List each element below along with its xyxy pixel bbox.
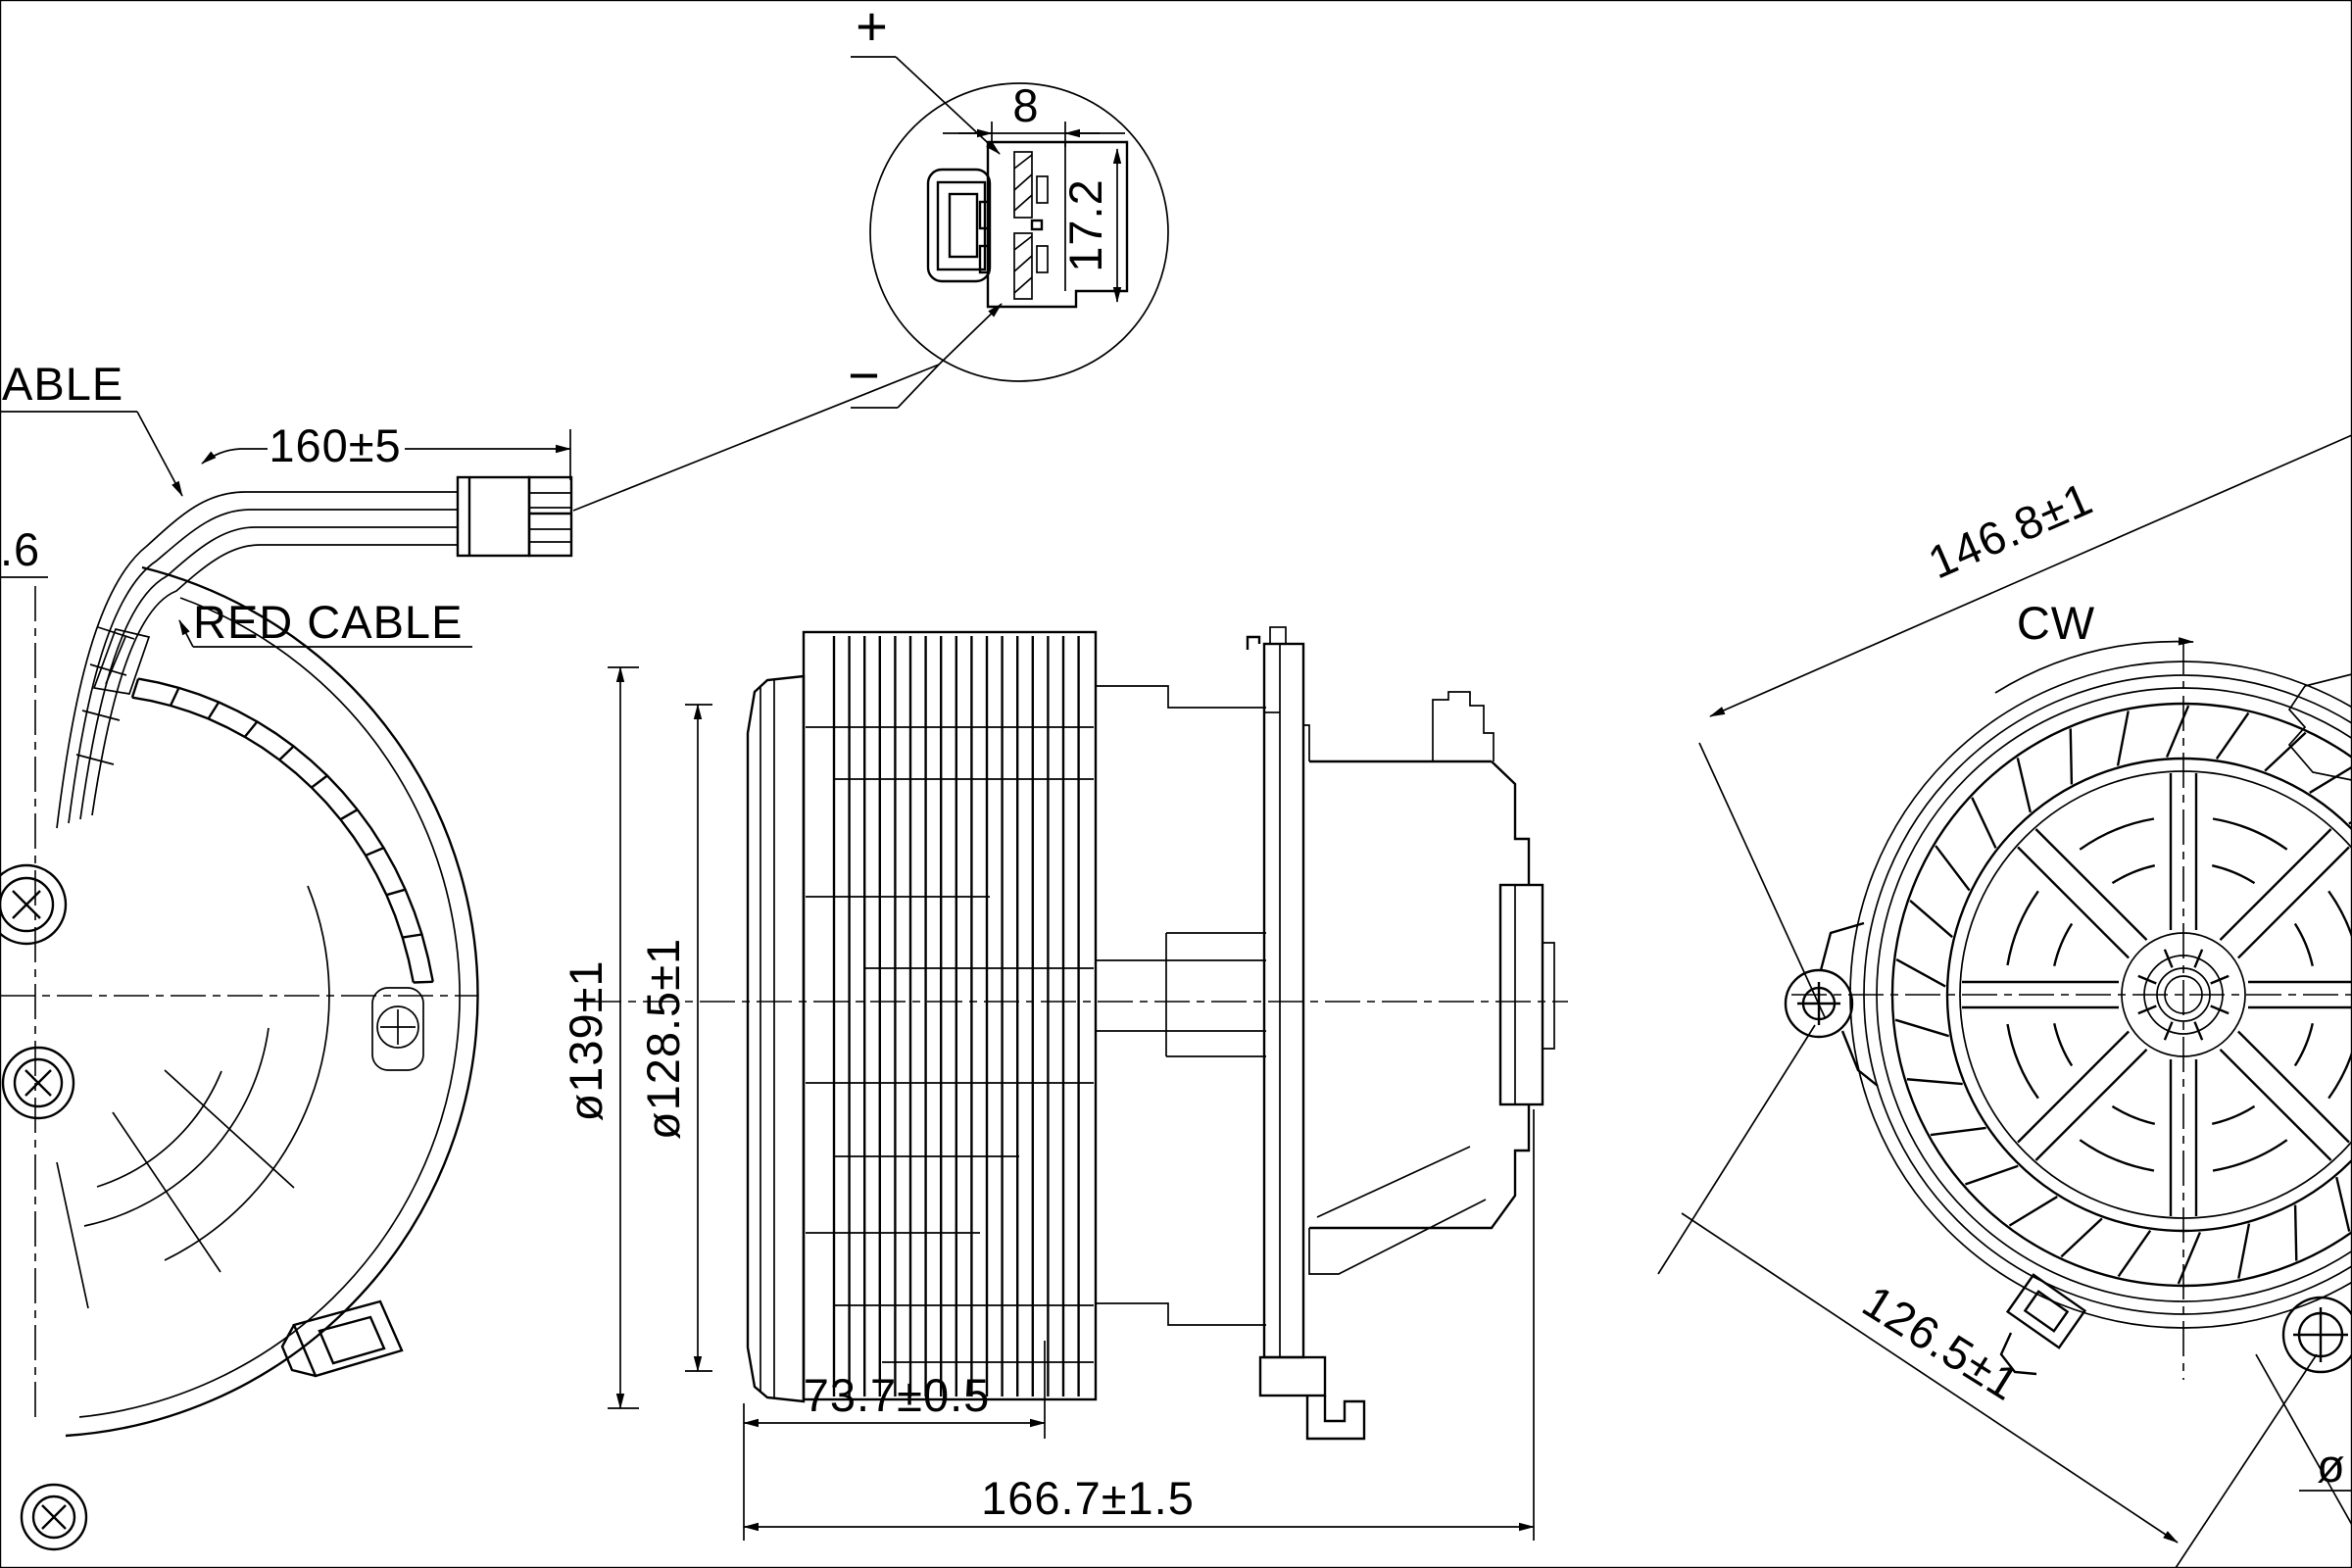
wheel-blade-edges <box>806 726 1094 1363</box>
rear-view: CW 146.8±1 126.5±1 ø <box>1657 434 2352 1568</box>
scroll-housing-band <box>130 677 434 984</box>
cable-length-text: 160±5 <box>269 419 401 471</box>
rear-mounting-tab-bottom <box>1999 1273 2087 1376</box>
housing-ring-inner <box>1876 687 2352 1302</box>
housing-ring-mid <box>1863 674 2352 1315</box>
black-cable-leader <box>136 411 183 497</box>
fan-width-dimension: 73.7±0.5 <box>743 1341 1046 1439</box>
spoke-rim <box>1959 770 2352 1219</box>
fan-outer-diameter-text: ø139±1 <box>560 959 612 1121</box>
detail-circle <box>869 82 1169 382</box>
fan-inner-diameter-text: ø128.5±1 <box>637 938 689 1140</box>
front-view <box>0 565 479 1551</box>
mount-span-upper-dimension: 146.8±1 <box>1698 434 2352 1018</box>
black-cable-label: ABLE <box>2 358 123 410</box>
mount-span-lower-text: 126.5±1 <box>1854 1275 2029 1411</box>
housing-arc-5 <box>96 1070 222 1188</box>
partial-diameter-text: ø <box>2317 1440 2346 1492</box>
cable-length-dimension: 160±5 <box>201 419 571 480</box>
overall-length-text: 166.7±1.5 <box>981 1472 1195 1524</box>
cable-assembly: ABLE RED CABLE .6 160±5 <box>0 358 940 829</box>
screw-boss-lower <box>1 1046 75 1120</box>
terminal-width-text: 8 <box>1012 79 1039 131</box>
mount-span-upper-text: 146.8±1 <box>1921 471 2100 588</box>
wheel-ribs <box>832 636 1080 1396</box>
mounting-ear-right <box>371 987 424 1071</box>
terminal-width-dimension: 8 <box>943 79 1125 147</box>
fan-width-text: 73.7±0.5 <box>804 1369 991 1421</box>
detail-leader <box>572 364 940 512</box>
wheel-cylinder <box>802 630 1098 1401</box>
motor-bridges <box>1096 685 1266 1326</box>
wheel-spokes <box>1962 773 2352 1216</box>
rotation-indicator: CW <box>1994 597 2194 694</box>
mounting-flange <box>1246 626 1366 1441</box>
cable-tie <box>81 710 121 721</box>
mount-span-lower-dimension: 126.5±1 <box>1657 1024 2179 1544</box>
fan-outer-diameter-dimension: ø139±1 <box>560 666 639 1409</box>
rotation-direction-text: CW <box>2017 597 2095 649</box>
motor-shaft-boss <box>1096 932 1266 1057</box>
overall-length-dimension: 166.7±1.5 <box>743 1109 1535 1541</box>
side-view: ø139±1 ø128.5±1 73.7±0.5 166.7±1.5 <box>560 626 1568 1541</box>
screw-boss-bottom <box>20 1483 88 1551</box>
blades-through-openings <box>2006 817 2352 1172</box>
screw-boss-upper <box>0 863 68 946</box>
cable-tie <box>89 663 127 676</box>
front-spoke <box>164 1069 295 1189</box>
detail-terminal-block <box>986 140 1129 309</box>
cable-tie <box>97 626 135 640</box>
minus-terminal-label: − <box>848 344 881 406</box>
cw-arrow <box>1994 637 2194 694</box>
housing-arc-4 <box>83 1027 270 1227</box>
connector-plug <box>456 475 573 558</box>
red-cable-label: RED CABLE <box>193 596 463 648</box>
terminal-height-text: 17.2 <box>1059 178 1111 271</box>
cable-tie <box>75 754 115 765</box>
wheel-rim <box>746 674 806 1403</box>
front-spoke <box>112 1111 221 1273</box>
housing-arc-3 <box>164 885 330 1261</box>
rear-mounting-ear-right <box>2281 1296 2352 1374</box>
blade-ring-inner <box>1945 757 2352 1233</box>
fan-inner-diameter-dimension: ø128.5±1 <box>637 704 712 1372</box>
plus-leader <box>895 56 1001 155</box>
flange-hook <box>1305 1396 1366 1441</box>
front-spoke <box>56 1161 89 1309</box>
rear-mounting-ear-left <box>1784 921 1879 1087</box>
housing-inner-arc <box>78 597 461 1418</box>
housing-outer-arc <box>65 565 479 1438</box>
connector-detail: + − 8 17.2 <box>848 0 1169 409</box>
rear-housing-ear-top <box>2287 673 2352 781</box>
cable-diameter-label: .6 <box>0 523 40 575</box>
motor-can <box>1308 691 1555 1275</box>
red-cable-leader <box>178 619 194 648</box>
blade-ring-outer <box>1890 702 2352 1288</box>
cable-edge-3 <box>79 526 458 820</box>
hub <box>2121 932 2246 1057</box>
plus-terminal-label: + <box>856 0 889 57</box>
detail-housing <box>926 168 992 283</box>
cable-edge-4 <box>91 544 458 816</box>
mounting-tab-bottom <box>280 1299 404 1378</box>
cable-edge-1 <box>56 491 458 829</box>
blade-dividers <box>1894 705 2352 1285</box>
terminal-height-dimension: 17.2 <box>1059 148 1122 303</box>
partial-diameter-dimension: ø <box>2175 1353 2352 1568</box>
cable-edge-2 <box>68 509 458 824</box>
minus-leader <box>897 303 1003 409</box>
